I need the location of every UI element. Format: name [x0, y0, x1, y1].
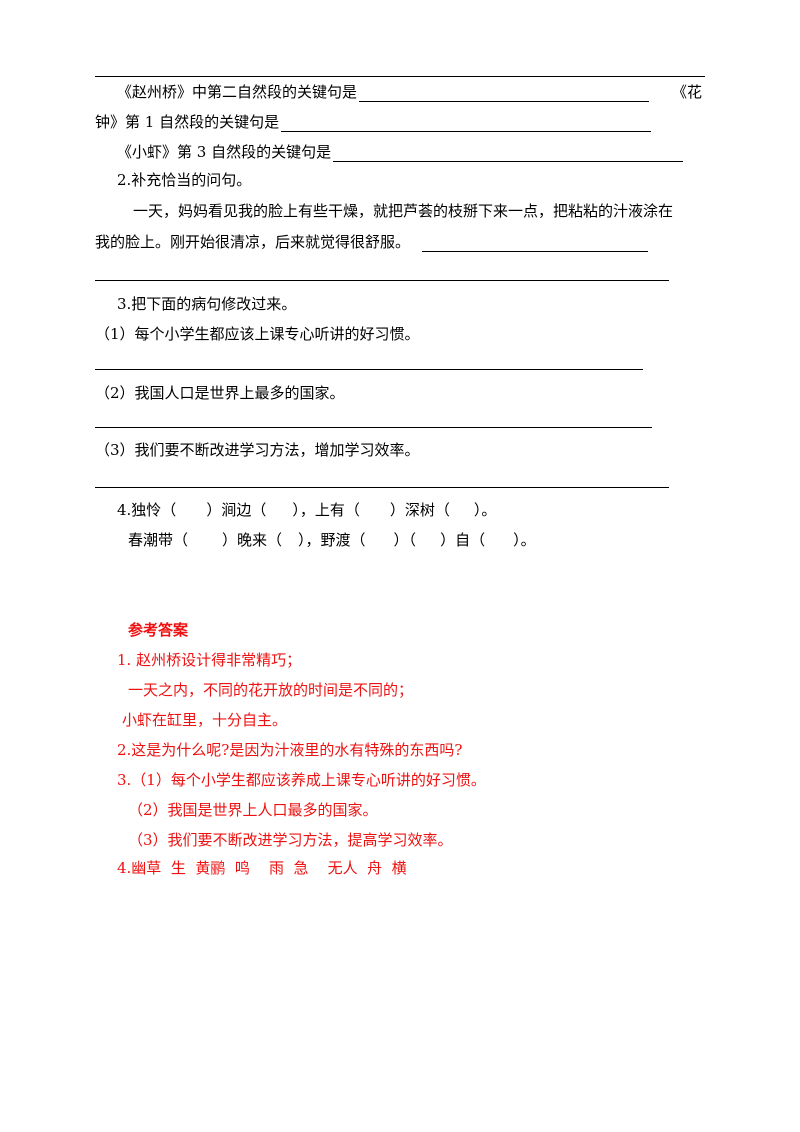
q4-line2-seg4: ）自（	[440, 531, 486, 549]
q4-line2-seg5: ）。	[513, 531, 536, 549]
q4-line2-seg0: 春潮带（	[128, 531, 189, 549]
q1-xiaoxia-blank[interactable]	[333, 145, 684, 162]
answer-1-line2: 一天之内，不同的花开放的时间是不同的；	[128, 681, 414, 699]
q1-huazhong-label: 钟》第 1 自然段的关键句是	[95, 113, 280, 131]
q2-answer-blank-2[interactable]	[95, 280, 669, 281]
q4-line2-seg2: ），野渡（	[298, 531, 366, 549]
q4-line1: 4.独怜（ ）涧边（ ），上有（ ）深树（ ）。	[117, 500, 496, 520]
answer-1-line1: 1. 赵州桥设计得非常精巧；	[117, 651, 302, 669]
q3-answer-blank-2[interactable]	[95, 427, 652, 428]
q3-answer-blank-3[interactable]	[95, 487, 669, 488]
answer-4: 4.幽草 生 黄鹂 鸣 雨 急 无人 舟 横	[117, 859, 407, 877]
q1-huazhong-start: 《花	[672, 83, 703, 101]
q4-line1-seg0: 4.独怜（	[117, 501, 177, 519]
answer-1-line3: 小虾在缸里，十分自主。	[122, 711, 288, 729]
q1-xiaoxia-row: 《小虾》第 3 自然段的关键句是	[117, 142, 684, 162]
q3-sentence-1: （1）每个小学生都应该上课专心听讲的好习惯。	[95, 325, 420, 343]
q1-huazhong-blank[interactable]	[281, 115, 652, 132]
q4-line2-seg1: ）晚来（	[222, 531, 283, 549]
q4-line2-seg3: ）（	[393, 531, 417, 549]
q4-line1-seg4: ）。	[473, 501, 497, 519]
q1-xiaoxia-label: 《小虾》第 3 自然段的关键句是	[117, 143, 332, 161]
q3-sentence-3: （3）我们要不断改进学习方法，增加学习效率。	[95, 441, 420, 459]
answer-3-line2: （2）我国是世界上人口最多的国家。	[128, 801, 378, 819]
top-answer-line[interactable]	[95, 76, 705, 77]
q2-passage-line1: 一天，妈妈看见我的脸上有些干燥，就把芦荟的枝掰下来一点，把粘粘的汁液涂在	[133, 202, 674, 220]
q4-line1-seg2: ），上有（	[292, 501, 360, 519]
q1-huazhong-row: 钟》第 1 自然段的关键句是	[95, 112, 652, 132]
q2-title: 2.补充恰当的问句。	[117, 171, 252, 189]
q4-line1-seg3: ）深树（	[389, 501, 450, 519]
answer-3-line1: 3.（1）每个小学生都应该养成上课专心听讲的好习惯。	[117, 771, 486, 789]
q2-passage-line2-text: 我的脸上。刚开始很清凉，后来就觉得很舒服。	[95, 233, 411, 251]
q2-passage-line2: 我的脸上。刚开始很清凉，后来就觉得很舒服。	[95, 232, 649, 252]
q4-line1-seg1: ）涧边（	[206, 501, 267, 519]
answers-heading: 参考答案	[128, 621, 189, 639]
answer-3-line3: （3）我们要不断改进学习方法，提高学习效率。	[128, 831, 453, 849]
q1-zhaozhouqiao-row: 《赵州桥》中第二自然段的关键句是	[117, 82, 650, 102]
q4-line2: 春潮带（ ）晚来（ ），野渡（ ）（ ）自（ ）。	[128, 530, 536, 550]
answer-2: 2.这是为什么呢?是因为汁液里的水有特殊的东西吗?	[117, 741, 463, 759]
q3-sentence-2: （2）我国人口是世界上最多的国家。	[95, 384, 345, 402]
q1-zhaozhouqiao-blank[interactable]	[359, 85, 650, 102]
q1-zhaozhouqiao-label: 《赵州桥》中第二自然段的关键句是	[117, 83, 358, 101]
q2-answer-blank-1[interactable]	[422, 235, 649, 252]
q3-answer-blank-1[interactable]	[95, 369, 643, 370]
q3-title: 3.把下面的病句修改过来。	[117, 295, 297, 313]
